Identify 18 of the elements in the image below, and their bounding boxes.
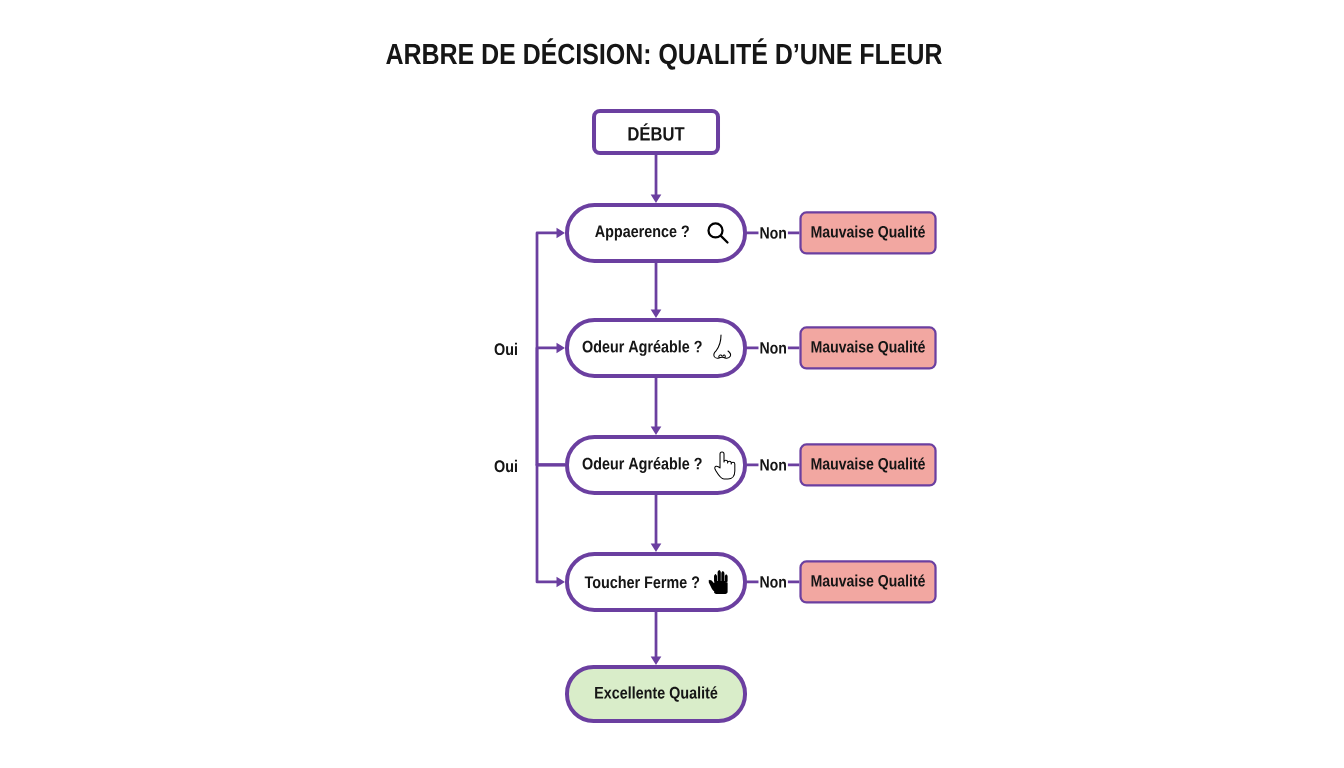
decision-box: Toucher Ferme ? [565, 552, 747, 612]
branch-label: Oui [494, 342, 517, 356]
outcome-box: Excellente Qualité [565, 665, 747, 723]
decision-box: Odeur Agréable ? [565, 435, 747, 495]
branch-label: Oui [494, 459, 517, 473]
outcome-box: Mauvaise Qualité [799, 211, 937, 255]
edge-label: Non [758, 341, 788, 355]
decision-box: Appaerence ? [565, 203, 747, 263]
edge-label: Non [758, 458, 788, 472]
edge-label: Non [758, 226, 788, 240]
outcome-box: Mauvaise Qualité [799, 326, 937, 370]
outcome-box: Mauvaise Qualité [799, 560, 937, 604]
start-box: DÉBUT [592, 109, 720, 155]
arrow [535, 342, 565, 467]
edge-label: Non [758, 575, 788, 589]
title: ARBRE DE DÉCISION: QUALITÉ D’UNE FLEUR [386, 38, 942, 70]
decision-box: Odeur Agréable ? [565, 318, 747, 378]
outcome-box: Mauvaise Qualité [799, 443, 937, 487]
